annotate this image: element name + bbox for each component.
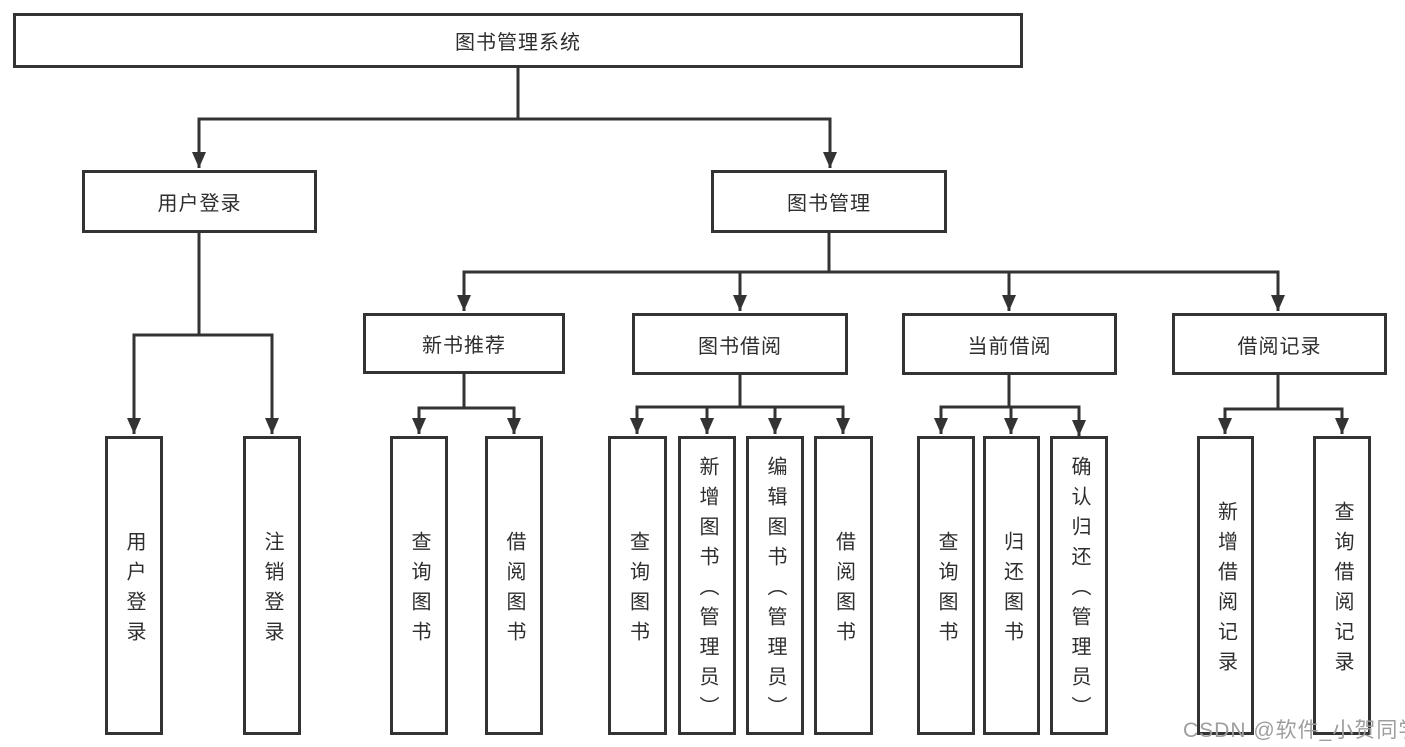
node-library-management-system: 图书管理系统 (13, 13, 1023, 68)
leaf-query-borrow-record: 查询借阅记录 (1313, 436, 1371, 735)
leaf-borrow-books-recommend: 借阅图书 (485, 436, 543, 735)
leaf-label: 新增图书（管理员） (696, 455, 718, 726)
leaf-edit-books-admin: 编辑图书（管理员） (746, 436, 804, 735)
current-borrow-children-connectors (934, 375, 1086, 436)
leaf-label: 查询图书 (626, 530, 649, 651)
leaf-add-books-admin: 新增图书（管理员） (678, 436, 736, 735)
node-label: 图书管理 (787, 193, 871, 215)
node-current-borrow: 当前借阅 (902, 313, 1117, 375)
leaf-label: 归还图书 (1000, 530, 1023, 651)
leaf-query-books-current: 查询图书 (917, 436, 975, 735)
node-label: 借阅记录 (1237, 335, 1322, 358)
leaf-label: 查询借阅记录 (1331, 500, 1353, 681)
leaf-query-books-borrow: 查询图书 (608, 436, 667, 735)
node-label: 用户登录 (157, 193, 242, 215)
leaf-label: 新增借阅记录 (1214, 500, 1237, 681)
leaf-add-borrow-record: 新增借阅记录 (1197, 436, 1254, 735)
book-borrow-children-connectors (630, 375, 850, 434)
new-book-recommend-children-connectors (412, 374, 521, 434)
node-user-login: 用户登录 (82, 170, 317, 233)
node-label: 新书推荐 (422, 335, 506, 357)
leaf-label: 用户登录 (123, 530, 145, 651)
node-label: 当前借阅 (967, 335, 1052, 358)
book-management-sections-connectors (457, 233, 1285, 311)
leaf-label: 确认归还（管理员） (1068, 455, 1090, 726)
node-borrow-record: 借阅记录 (1172, 313, 1387, 375)
node-book-borrow: 图书借阅 (632, 313, 848, 375)
leaf-user-login: 用户登录 (105, 436, 163, 735)
leaf-confirm-return-admin: 确认归还（管理员） (1050, 436, 1108, 735)
csdn-watermark: CSDN @软件_小贺同学 (1183, 719, 1405, 742)
leaf-logout: 注销登录 (243, 436, 301, 735)
leaf-label: 查询图书 (408, 530, 430, 651)
leaf-label: 编辑图书（管理员） (764, 455, 786, 726)
leaf-label: 借阅图书 (503, 530, 525, 651)
user-login-children-connectors (127, 233, 279, 434)
leaf-label: 查询图书 (935, 530, 957, 651)
node-label: 图书管理系统 (455, 32, 581, 54)
node-new-book-recommend: 新书推荐 (363, 313, 565, 374)
root-to-level2-connectors (192, 68, 837, 168)
borrow-record-children-connectors (1218, 375, 1349, 434)
leaf-borrow-books: 借阅图书 (814, 436, 873, 735)
node-label: 图书借阅 (698, 335, 782, 358)
leaf-query-books-recommend: 查询图书 (390, 436, 448, 735)
node-book-management: 图书管理 (711, 170, 947, 233)
leaf-return-books: 归还图书 (983, 436, 1040, 735)
leaf-label: 注销登录 (261, 530, 283, 651)
leaf-label: 借阅图书 (832, 530, 855, 651)
